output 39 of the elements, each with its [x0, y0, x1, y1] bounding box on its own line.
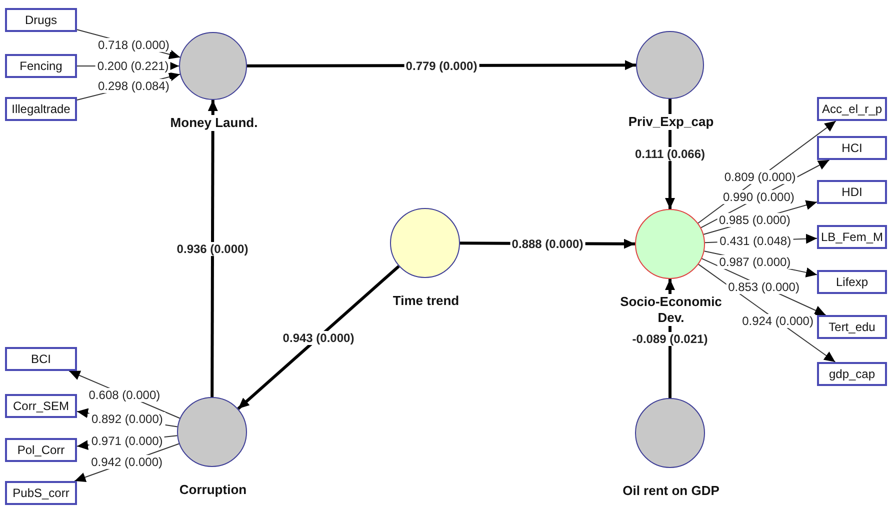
- construct-label: Corruption: [177, 482, 249, 498]
- edge-label: 0.779 (0.000): [404, 58, 480, 72]
- edge-label: 0.942 (0.000): [89, 455, 165, 470]
- indicator-box: Acc_el_r_p: [817, 97, 887, 121]
- indicator-box: HDI: [817, 180, 887, 204]
- edge-label: 0.892 (0.000): [90, 412, 165, 426]
- indicator-box: Pol_Corr: [5, 438, 77, 462]
- edge-label: 0.608 (0.000): [86, 388, 162, 402]
- edge-label: 0.200 (0.221): [95, 59, 171, 73]
- edge-label: 0.971 (0.000): [89, 434, 165, 448]
- edge-label: 0.943 (0.000): [280, 330, 356, 344]
- construct-label: Priv_Exp_cap: [626, 114, 716, 130]
- edge-label: 0.924 (0.000): [740, 314, 816, 328]
- indicator-box: Tert_edu: [817, 315, 887, 339]
- edge-label: 0.853 (0.000): [726, 280, 802, 294]
- indicator-box: BCI: [5, 347, 77, 371]
- indicator-box: Corr_SEM: [5, 394, 77, 418]
- edge-label: 0.987 (0.000): [717, 254, 793, 269]
- indicator-box: Fencing: [5, 54, 77, 78]
- edge-label: 0.431 (0.048): [718, 234, 794, 248]
- indicator-box: HCI: [817, 136, 887, 160]
- edge-label: 0.298 (0.084): [96, 78, 172, 93]
- edge-label: 0.936 (0.000): [174, 242, 250, 256]
- edge-label: 0.985 (0.000): [716, 212, 792, 227]
- indicator-box: PubS_corr: [5, 481, 77, 505]
- indicator-box: Lifexp: [817, 270, 887, 294]
- edge-label: 0.718 (0.000): [96, 38, 172, 52]
- construct-label: Money Laund.: [168, 115, 260, 131]
- edge-label: 0.990 (0.000): [721, 190, 796, 204]
- indicator-box: gdp_cap: [817, 362, 887, 386]
- indicator-box: Drugs: [5, 8, 77, 32]
- indicator-box: LB_Fem_M: [817, 225, 887, 249]
- arrow: [208, 100, 218, 397]
- edge-label: 0.111 (0.066): [632, 147, 708, 161]
- edge-label: 0.888 (0.000): [510, 236, 586, 250]
- arrow: [237, 265, 400, 410]
- edge-label: 0.809 (0.000): [722, 170, 798, 184]
- edge-label: -0.089 (0.021): [630, 332, 710, 346]
- indicator-box: Illegaltrade: [5, 97, 77, 121]
